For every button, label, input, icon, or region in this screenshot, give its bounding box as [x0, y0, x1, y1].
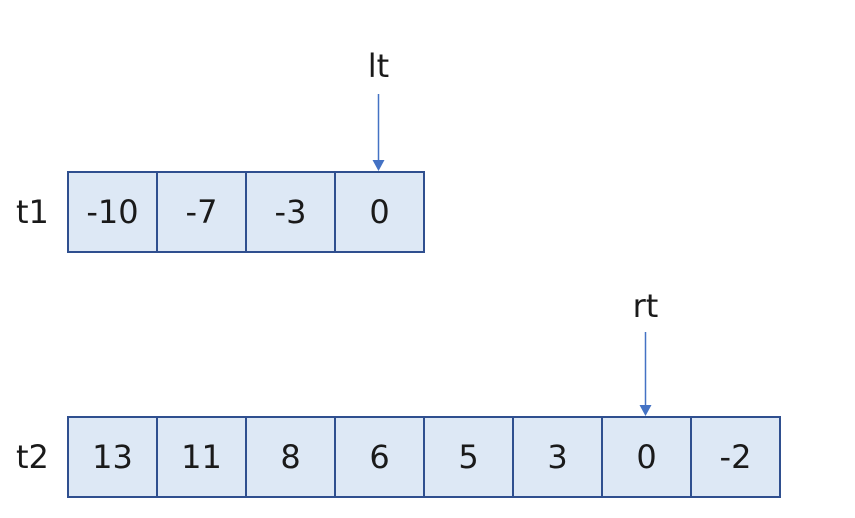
array-cell: -2 — [692, 416, 781, 498]
array-cell: -10 — [69, 171, 158, 253]
array-cell: 8 — [247, 416, 336, 498]
array-label-t1: t1 — [16, 193, 49, 231]
pointer-arrowhead-lt — [372, 160, 385, 171]
array-cell: 13 — [69, 416, 158, 498]
array-cell: 0 — [336, 171, 425, 253]
array-cell: -7 — [158, 171, 247, 253]
array-cell: 3 — [514, 416, 603, 498]
pointer-label-lt: lt — [367, 47, 390, 85]
array-cell: 5 — [425, 416, 514, 498]
array-cell: 6 — [336, 416, 425, 498]
array-cell: 11 — [158, 416, 247, 498]
array-cell: -3 — [247, 171, 336, 253]
pointer-arrowhead-rt — [639, 405, 652, 416]
pointer-label-rt: rt — [632, 287, 659, 325]
array-label-t2: t2 — [16, 438, 49, 476]
array-cell: 0 — [603, 416, 692, 498]
